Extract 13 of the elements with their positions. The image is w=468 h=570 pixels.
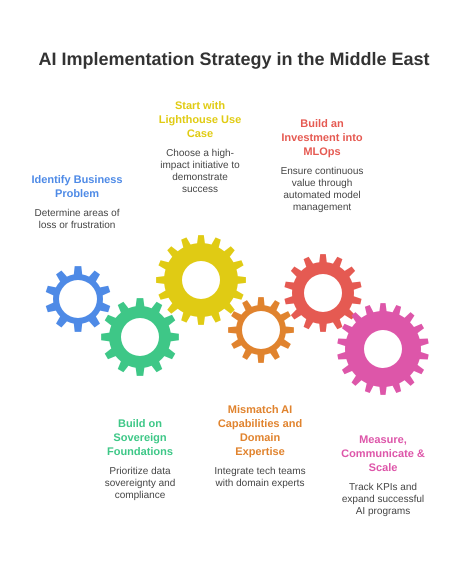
- step-description: Integrate tech teams with domain experts: [214, 466, 306, 490]
- step-description: Choose a high-impact initiative to demonstrate success: [159, 148, 241, 196]
- step-description: Ensure continuous value through automated model management: [280, 166, 364, 214]
- step-heading: Start with Lighthouse Use Case: [158, 99, 242, 141]
- step-description: Track KPIs and expand successful AI programs: [340, 482, 426, 518]
- step-heading: Mismatch AI Capabilities and Domain Expertise: [216, 403, 304, 459]
- title: AI Implementation Strategy in the Middle East: [37, 48, 431, 71]
- step-heading: Measure, Communicate & Scale: [340, 433, 426, 475]
- step-heading: Build on Sovereign Foundations: [106, 417, 174, 459]
- step-description: Determine areas of loss or frustration: [33, 208, 121, 232]
- step-heading: Build an Investment into MLOps: [280, 117, 364, 159]
- step-heading: Identify Business Problem: [30, 173, 124, 201]
- step-description: Prioritize data sovereignty and compliance: [104, 466, 176, 502]
